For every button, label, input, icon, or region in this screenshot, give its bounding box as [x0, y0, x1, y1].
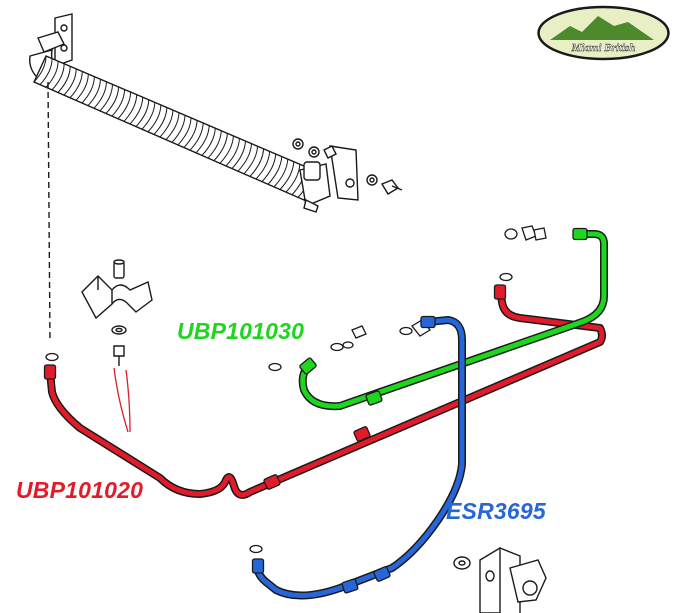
hose-outline — [46, 286, 606, 499]
clamp-sleeve — [113, 259, 125, 279]
hose-coupling — [373, 566, 391, 582]
part-label-esr3695: ESR3695 — [446, 498, 546, 524]
logo-text: Miami British — [571, 42, 636, 54]
hose-coupling — [341, 578, 359, 594]
clamp-bolt — [113, 345, 125, 366]
hose-coupling — [263, 474, 281, 490]
seal-ring — [499, 272, 513, 282]
union-fitting — [504, 225, 547, 241]
cooler-right-bracket — [292, 138, 403, 201]
hose-ubp101030 — [298, 227, 608, 411]
cooler-right-fitting — [299, 161, 331, 213]
hose-outline — [253, 316, 466, 600]
alignment-line — [47, 81, 51, 343]
hose-coupling — [572, 227, 588, 241]
hose-coupling — [493, 284, 507, 300]
hose-coupling — [251, 558, 265, 574]
hose-core — [300, 231, 607, 409]
oil-cooler-assembly — [29, 13, 403, 343]
hose-esr3695 — [251, 315, 466, 600]
seal-ring — [330, 342, 344, 352]
fittings-and-seals — [45, 225, 547, 554]
lower-mounting-bracket — [453, 546, 547, 613]
seal-ring — [45, 352, 59, 362]
cooler-corrugated-tube — [33, 55, 319, 201]
hose-ubp101020 — [43, 284, 606, 499]
hose-core — [47, 287, 605, 498]
hose-coupling — [365, 390, 383, 406]
clamp-bracket — [81, 275, 153, 320]
miami-british-logo: Miami British — [537, 5, 670, 61]
seal-ring — [268, 362, 282, 372]
clamp-parts — [81, 259, 153, 366]
clamp-washer — [111, 325, 127, 335]
seal-ring — [249, 544, 263, 554]
hose-coupling — [299, 357, 317, 375]
clamp-indicator-lines — [113, 367, 131, 433]
seal-ring — [399, 326, 413, 336]
hose-core — [255, 317, 465, 599]
hose-coupling — [43, 364, 57, 380]
hose-coupling — [420, 315, 436, 329]
part-label-ubp101020: UBP101020 — [16, 477, 144, 503]
part-label-ubp101030: UBP101030 — [177, 318, 305, 344]
hose-coupling — [353, 426, 371, 442]
adapter-fitting — [342, 319, 431, 349]
